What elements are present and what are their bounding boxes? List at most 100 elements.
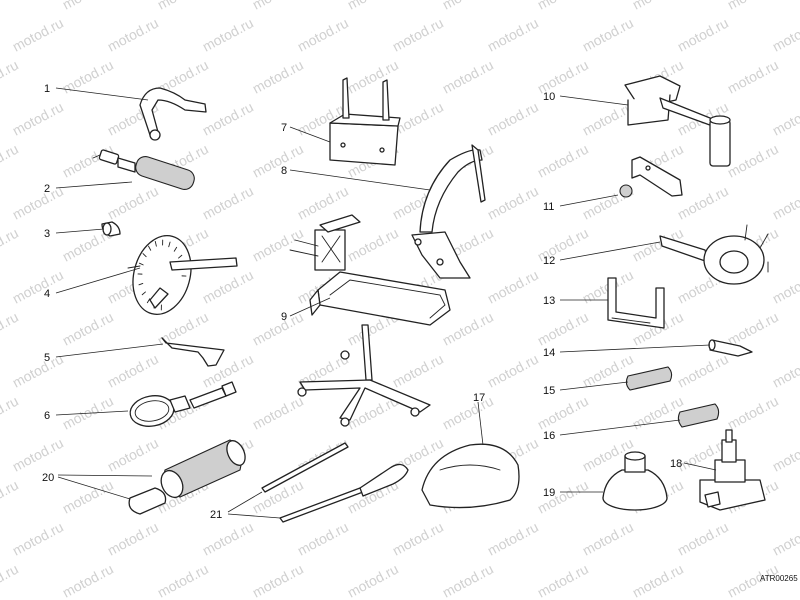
drawing-code: ATR00265 xyxy=(760,574,798,583)
watermark-text: motod.ru xyxy=(60,57,116,97)
tool-6-strap-wrench xyxy=(129,381,237,427)
tool-1-hook xyxy=(139,87,207,141)
watermark-text: motod.ru xyxy=(535,393,591,433)
watermark-text: motod.ru xyxy=(250,57,306,97)
tool-19-puller-cup xyxy=(602,451,668,511)
watermark-text: motod.ru xyxy=(630,393,686,433)
watermark-text: motod.ru xyxy=(675,351,731,391)
watermark-text: motod.ru xyxy=(60,477,116,517)
tool-5-plate xyxy=(161,337,225,367)
tool-7-pin-block xyxy=(329,77,401,166)
watermark-text: motod.ru xyxy=(580,519,636,559)
label-16: 16 xyxy=(543,430,555,442)
watermark-text: motod.ru xyxy=(0,141,21,181)
watermark-text: motod.ru xyxy=(250,309,306,349)
tool-21-rods xyxy=(261,442,409,523)
watermark-text: motod.ru xyxy=(440,57,496,97)
watermark-text: motod.ru xyxy=(770,435,800,475)
watermark-text: motod.ru xyxy=(105,15,161,55)
watermark-text: motod.ru xyxy=(0,477,21,517)
label-19: 19 xyxy=(543,487,555,499)
label-2: 2 xyxy=(44,183,50,195)
watermark-text: motod.ru xyxy=(630,0,686,13)
watermark-text: motod.ru xyxy=(390,351,446,391)
watermark-text: motod.ru xyxy=(345,225,401,265)
watermark-text: motod.ru xyxy=(60,561,116,600)
watermark-text: motod.ru xyxy=(155,0,211,13)
watermark-text: motod.ru xyxy=(250,561,306,600)
watermark-text: motod.ru xyxy=(200,267,256,307)
tool-20-knurled-sleeve xyxy=(128,439,246,515)
watermark-text: motod.ru xyxy=(535,0,591,13)
watermark-text: motod.ru xyxy=(250,141,306,181)
watermark-text: motod.ru xyxy=(155,561,211,600)
label-4: 4 xyxy=(44,288,50,300)
watermark-text: motod.ru xyxy=(250,225,306,265)
watermark-text: motod.ru xyxy=(250,0,306,13)
tool-13-u-frame xyxy=(607,277,665,329)
watermark-text: motod.ru xyxy=(770,351,800,391)
watermark-text: motod.ru xyxy=(485,15,541,55)
watermark-text: motod.ru xyxy=(295,519,351,559)
watermark-text: motod.ru xyxy=(345,57,401,97)
watermark-text: motod.ru xyxy=(10,267,66,307)
watermark-text: motod.ru xyxy=(725,0,781,13)
tool-17-cover xyxy=(421,443,520,509)
disc-tick xyxy=(146,298,151,304)
label-15: 15 xyxy=(543,385,555,397)
label-10: 10 xyxy=(543,91,555,103)
tool-9-engine-stand xyxy=(289,214,451,427)
watermark-text: motod.ru xyxy=(0,225,21,265)
watermark-text: motod.ru xyxy=(485,519,541,559)
watermark-text: motod.ru xyxy=(485,99,541,139)
watermark-text: motod.ru xyxy=(770,183,800,223)
disc-tick xyxy=(178,254,183,259)
watermark-text: motod.ru xyxy=(200,519,256,559)
tool-16-knurled-pin xyxy=(677,403,720,428)
tool-10-crank-fixture xyxy=(624,75,731,167)
label-9: 9 xyxy=(281,311,287,323)
watermark-text: motod.ru xyxy=(580,15,636,55)
watermark-text: motod.ru xyxy=(770,99,800,139)
watermark-text: motod.ru xyxy=(10,435,66,475)
watermark-text: motod.ru xyxy=(770,519,800,559)
label-20: 20 xyxy=(42,472,54,484)
watermark-text: motod.ru xyxy=(675,519,731,559)
watermark-text: motod.ru xyxy=(105,351,161,391)
watermark-text: motod.ru xyxy=(485,183,541,223)
watermark-text: motod.ru xyxy=(295,183,351,223)
watermark-text: motod.ru xyxy=(0,309,21,349)
part-labels: 1 2 3 4 5 6 20 7 8 9 21 17 10 11 12 13 1… xyxy=(42,83,682,521)
label-11: 11 xyxy=(543,201,554,213)
label-8: 8 xyxy=(281,165,287,177)
tool-18-press-tool xyxy=(699,429,766,511)
watermark-text: motod.ru xyxy=(105,183,161,223)
watermark-text: motod.ru xyxy=(725,141,781,181)
label-14: 14 xyxy=(543,347,555,359)
label-21: 21 xyxy=(210,509,222,521)
watermark-text: motod.ru xyxy=(200,15,256,55)
watermark-text: motod.ru xyxy=(390,15,446,55)
watermark-text: motod.ru xyxy=(250,393,306,433)
label-17: 17 xyxy=(473,392,485,404)
watermark-text: motod.ru xyxy=(485,351,541,391)
watermark-text: motod.ru xyxy=(485,267,541,307)
watermark-text: motod.ru xyxy=(725,393,781,433)
watermark-text: motod.ru xyxy=(60,393,116,433)
disc-tick xyxy=(141,291,146,296)
tool-3-bush xyxy=(101,221,121,237)
tool-15-knurled-pin xyxy=(625,366,673,391)
disc-tick xyxy=(148,245,152,251)
tool-4-degree-disc xyxy=(127,235,238,315)
watermark-text: motod.ru xyxy=(535,141,591,181)
watermark-text: motod.ru xyxy=(0,561,21,600)
label-18: 18 xyxy=(670,458,682,470)
watermark-text: motod.ru xyxy=(0,0,21,13)
watermark-text: motod.ru xyxy=(630,561,686,600)
label-1: 1 xyxy=(44,83,50,95)
watermark-text: motod.ru xyxy=(60,309,116,349)
watermark-text: motod.ru xyxy=(10,15,66,55)
watermark-text: motod.ru xyxy=(155,309,211,349)
watermark-text: motod.ru xyxy=(535,309,591,349)
